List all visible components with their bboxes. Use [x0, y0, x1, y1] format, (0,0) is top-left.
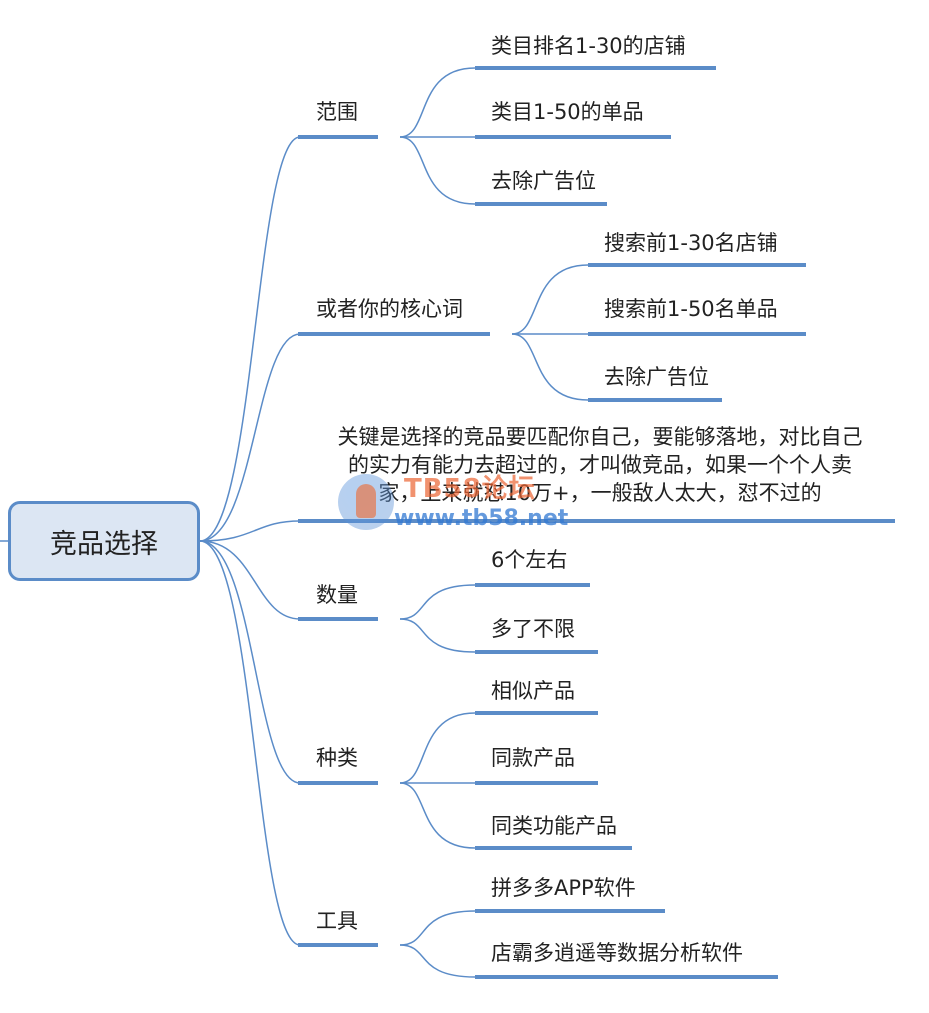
leaf-underline [475, 583, 590, 587]
leaf-underline [475, 846, 632, 850]
branch-leaf-connector [399, 944, 476, 978]
leaf-underline [475, 650, 598, 654]
branch-underline [298, 617, 378, 621]
note-line: 的实力有能力去超过的，才叫做竞品，如果一个个人卖 [348, 453, 852, 477]
root-branch-connector [199, 540, 301, 620]
branch-leaf-connector [399, 782, 476, 849]
branch-leaf-connector [399, 67, 476, 138]
leaf-label-search-top30-shops[interactable]: 搜索前1-30名店铺 [604, 231, 778, 255]
leaf-underline [475, 711, 598, 715]
leaf-underline [475, 781, 598, 785]
leaf-label-pdd-app[interactable]: 拼多多APP软件 [491, 876, 636, 900]
note-line: 关键是选择的竞品要匹配你自己，要能够落地，对比自己 [337, 425, 863, 449]
leaf-underline [475, 975, 778, 979]
leaf-underline [475, 909, 665, 913]
leaf-label-category-top30-shops[interactable]: 类目排名1-30的店铺 [491, 34, 686, 58]
branch-underline [298, 943, 378, 947]
note-line: 家，上来就怼10万+，一般敌人太大，怼不过的 [378, 481, 822, 505]
root-branch-connector [199, 540, 301, 946]
branch-leaf-connector [399, 136, 476, 205]
branch-leaf-connector [399, 618, 476, 653]
leaf-label-remove-ads-2[interactable]: 去除广告位 [604, 365, 709, 389]
branch-underline [298, 519, 895, 523]
root-branch-connector [199, 136, 301, 542]
root-branch-connector [199, 333, 301, 542]
branch-leaf-connector [511, 264, 589, 335]
leaf-label-remove-ads-1[interactable]: 去除广告位 [491, 169, 596, 193]
branch-leaf-connector [511, 333, 589, 401]
branch-underline [298, 135, 378, 139]
leaf-underline [588, 263, 806, 267]
branch-label-type[interactable]: 种类 [316, 746, 358, 770]
branch-label-scope[interactable]: 范围 [316, 100, 358, 124]
leaf-label-similar-products[interactable]: 相似产品 [491, 679, 575, 703]
branch-label-tools[interactable]: 工具 [316, 909, 358, 933]
leaf-label-category-top50-items[interactable]: 类目1-50的单品 [491, 100, 644, 124]
leaf-label-same-function-products[interactable]: 同类功能产品 [491, 814, 617, 838]
leaf-label-no-limit[interactable]: 多了不限 [491, 617, 575, 641]
branch-underline [298, 781, 378, 785]
root-branch-connector [199, 520, 301, 542]
branch-leaf-connector [399, 712, 476, 784]
branch-leaf-connector [399, 910, 476, 946]
branch-underline [298, 332, 490, 336]
leaf-underline [588, 398, 722, 402]
branch-label-quantity[interactable]: 数量 [316, 583, 358, 607]
root-label: 竞品选择 [50, 528, 158, 560]
leaf-label-same-products[interactable]: 同款产品 [491, 746, 575, 770]
branch-leaf-connector [399, 584, 476, 620]
root-branch-connector [199, 540, 301, 784]
leaf-underline [475, 66, 716, 70]
leaf-underline [475, 202, 607, 206]
leaf-label-data-analysis-software[interactable]: 店霸多逍遥等数据分析软件 [491, 941, 743, 965]
branch-label-core-keyword[interactable]: 或者你的核心词 [316, 297, 463, 321]
branch-note-text[interactable]: 关键是选择的竞品要匹配你自己，要能够落地，对比自己 的实力有能力去超过的，才叫做… [300, 423, 900, 507]
leaf-label-search-top50-items[interactable]: 搜索前1-50名单品 [604, 297, 778, 321]
root-node[interactable]: 竞品选择 [8, 501, 200, 581]
leaf-underline [588, 332, 806, 336]
leaf-label-about-six[interactable]: 6个左右 [491, 548, 568, 572]
leaf-underline [475, 135, 671, 139]
